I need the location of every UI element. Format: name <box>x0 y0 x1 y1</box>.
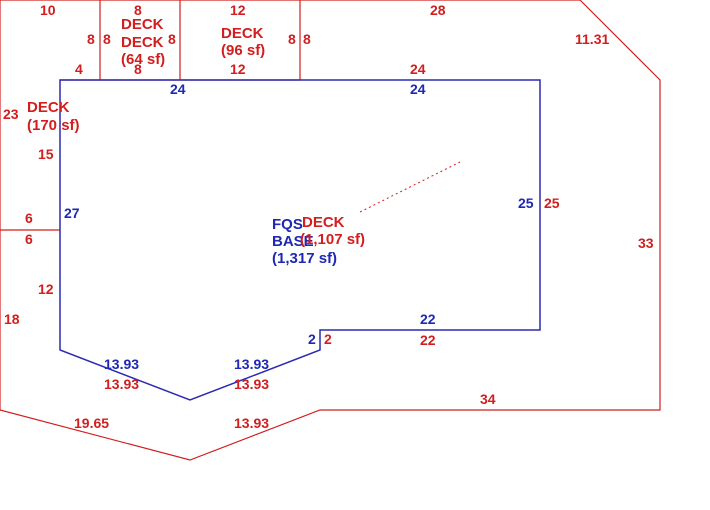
dim-34: 34 <box>480 391 496 407</box>
dim-13-93-c: 13.93 <box>234 415 269 431</box>
base-dim-27: 27 <box>64 205 80 221</box>
deck-outer-outline <box>0 0 661 461</box>
dim-18: 18 <box>4 311 20 327</box>
deck-64-name-1: DECK <box>121 16 164 33</box>
dim-11-31: 11.31 <box>575 31 609 47</box>
base-dim-13-93-a: 13.93 <box>104 356 139 372</box>
deck-64-name-2: DECK <box>121 34 164 51</box>
dim-10: 10 <box>40 2 56 18</box>
dim-8-c: 8 <box>168 31 176 47</box>
deck-main-area: (1,107 sf) <box>300 231 365 248</box>
base-name: FQS <box>272 216 303 233</box>
dim-2-red: 2 <box>324 331 332 347</box>
dim-8-a: 8 <box>87 31 95 47</box>
dim-13-93-b: 13.93 <box>234 376 269 392</box>
base-area: (1,317 sf) <box>272 250 337 267</box>
deck-64-area: (64 sf) <box>121 51 165 68</box>
dim-25-red: 25 <box>544 195 560 211</box>
dim-8-b: 8 <box>103 31 111 47</box>
base-dim-13-93-b: 13.93 <box>234 356 269 372</box>
dim-6-b: 6 <box>25 231 33 247</box>
dim-6-a: 6 <box>25 210 33 226</box>
dim-8-e: 8 <box>303 31 311 47</box>
dim-12-left: 12 <box>38 281 54 297</box>
base-type: BASE <box>272 233 314 250</box>
deck-96-name: DECK <box>221 25 264 42</box>
dim-19-65: 19.65 <box>74 415 109 431</box>
dim-8-top: 8 <box>134 2 142 18</box>
dim-23: 23 <box>3 106 19 122</box>
base-dim-24-a: 24 <box>170 81 186 97</box>
deck-dotted-leader <box>359 161 461 213</box>
deck-left-name: DECK <box>27 99 70 116</box>
dim-24-top: 24 <box>410 61 426 77</box>
base-dim-25: 25 <box>518 195 534 211</box>
dim-12-mid: 12 <box>230 61 246 77</box>
deck-left-area: (170 sf) <box>27 117 80 134</box>
dim-15: 15 <box>38 146 54 162</box>
dim-28: 28 <box>430 2 446 18</box>
base-dim-22: 22 <box>420 311 436 327</box>
dim-33: 33 <box>638 235 654 251</box>
dim-4: 4 <box>75 61 83 77</box>
deck-96-area: (96 sf) <box>221 42 265 59</box>
dim-12-top: 12 <box>230 2 246 18</box>
dim-22-red: 22 <box>420 332 436 348</box>
base-dim-2: 2 <box>308 331 316 347</box>
base-dim-24-b: 24 <box>410 81 426 97</box>
dim-8-d: 8 <box>288 31 296 47</box>
deck-main-name: DECK <box>302 214 345 231</box>
dim-13-93-a: 13.93 <box>104 376 139 392</box>
dim-8-mid: 8 <box>134 61 142 77</box>
base-outline <box>59 79 541 401</box>
